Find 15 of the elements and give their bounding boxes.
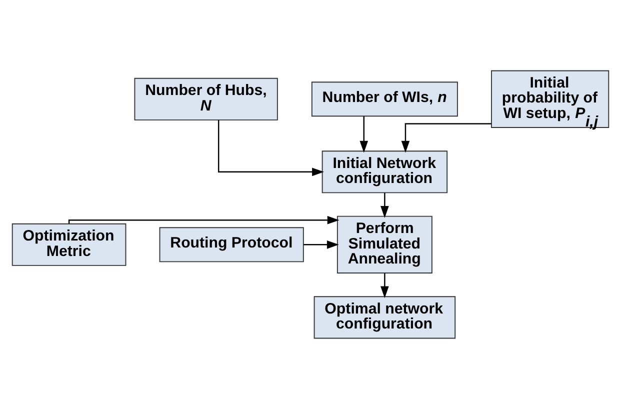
arrow [304, 240, 339, 248]
arrow [218, 120, 324, 176]
node-box: Optimal network configuration [314, 296, 456, 338]
node-box: Number of WIs, n [311, 81, 458, 116]
node-box: Perform Simulated Annealing [336, 215, 432, 273]
node-box: Optimization Metric [12, 222, 126, 266]
arrow [380, 192, 389, 218]
node-box: Routing Protocol [159, 226, 304, 262]
arrow [380, 272, 389, 298]
arrow [401, 122, 492, 152]
arrow [68, 215, 340, 224]
node-label: i,j [586, 112, 598, 130]
node-box: Number of Hubs, N [134, 77, 278, 120]
arrow [360, 116, 368, 152]
node-box: Initial Network configuration [322, 150, 448, 193]
